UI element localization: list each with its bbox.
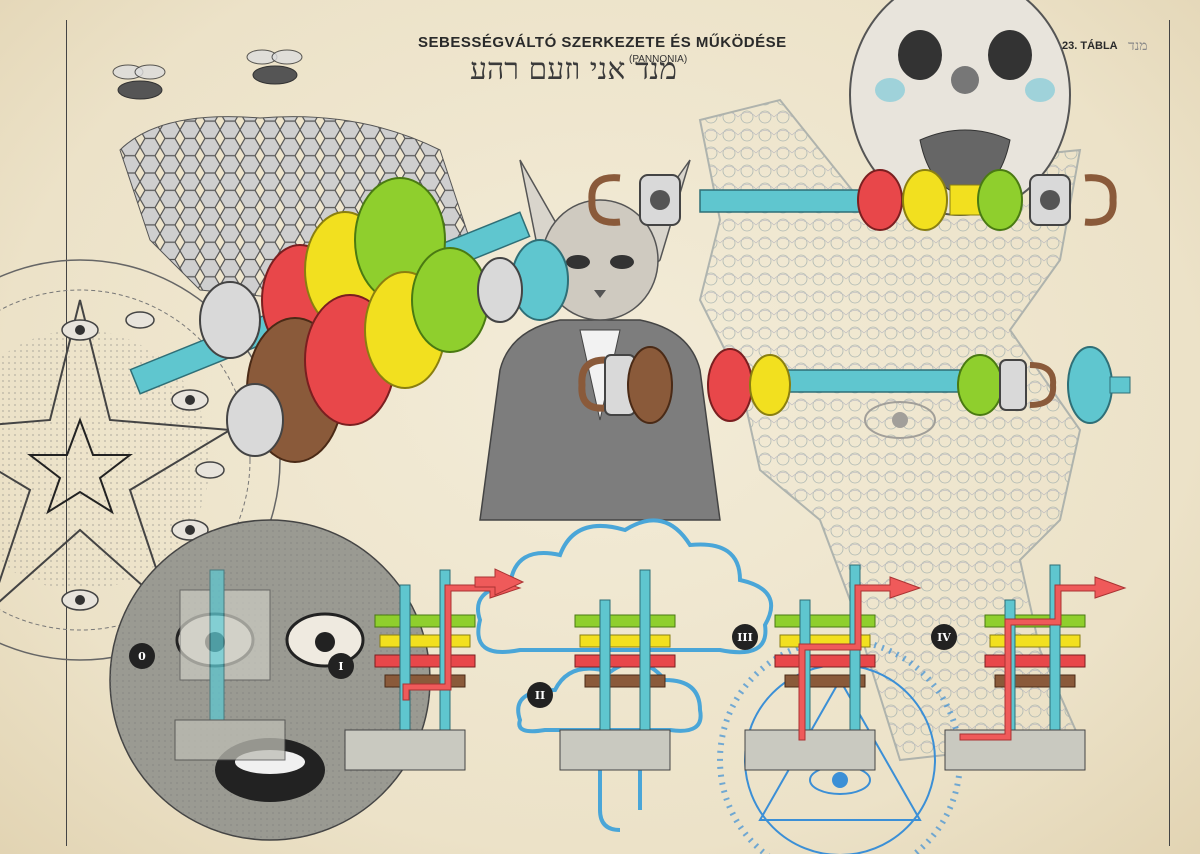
gear-diagram-0 bbox=[174, 569, 286, 761]
gear-marker-0: 0 bbox=[129, 643, 155, 669]
gear-marker-III: III bbox=[732, 624, 758, 650]
hebrew-caption: מנד אני וזעם רהע bbox=[470, 52, 677, 87]
clown-face-icon bbox=[849, 0, 1071, 216]
gear-marker-I-label: I bbox=[338, 660, 343, 673]
gear-diagram-II bbox=[559, 569, 676, 771]
mandala-icon bbox=[0, 259, 281, 661]
upper-shaft-assembly bbox=[588, 169, 1117, 231]
lower-shaft-assembly bbox=[578, 346, 1131, 424]
gear-marker-II: II bbox=[527, 682, 553, 708]
gear-marker-I: I bbox=[328, 653, 354, 679]
page-subtitle: (PANNONIA) bbox=[629, 54, 688, 65]
gear-diagram-IV bbox=[944, 564, 1127, 771]
gear-marker-IV: IV bbox=[931, 624, 957, 650]
gear-marker-II-label: II bbox=[535, 689, 545, 702]
page-title: SEBESSÉGVÁLTÓ SZERKEZETE ÉS MŰKÖDÉSE bbox=[418, 34, 787, 51]
gearbox-main-assembly bbox=[129, 177, 569, 463]
gear-diagram-III bbox=[744, 564, 922, 771]
plate-number: 23. TÁBLA bbox=[1062, 40, 1118, 52]
gear-marker-III-label: III bbox=[737, 631, 752, 644]
arrow-icon bbox=[474, 568, 525, 596]
bee-icon bbox=[112, 49, 303, 100]
gear-icon bbox=[857, 169, 1023, 231]
hebrew-corner-caption: מנד bbox=[1128, 38, 1148, 54]
gear-marker-0-label: 0 bbox=[138, 650, 146, 663]
gear-diagram-I bbox=[344, 569, 522, 771]
gear-marker-IV-label: IV bbox=[937, 631, 951, 644]
